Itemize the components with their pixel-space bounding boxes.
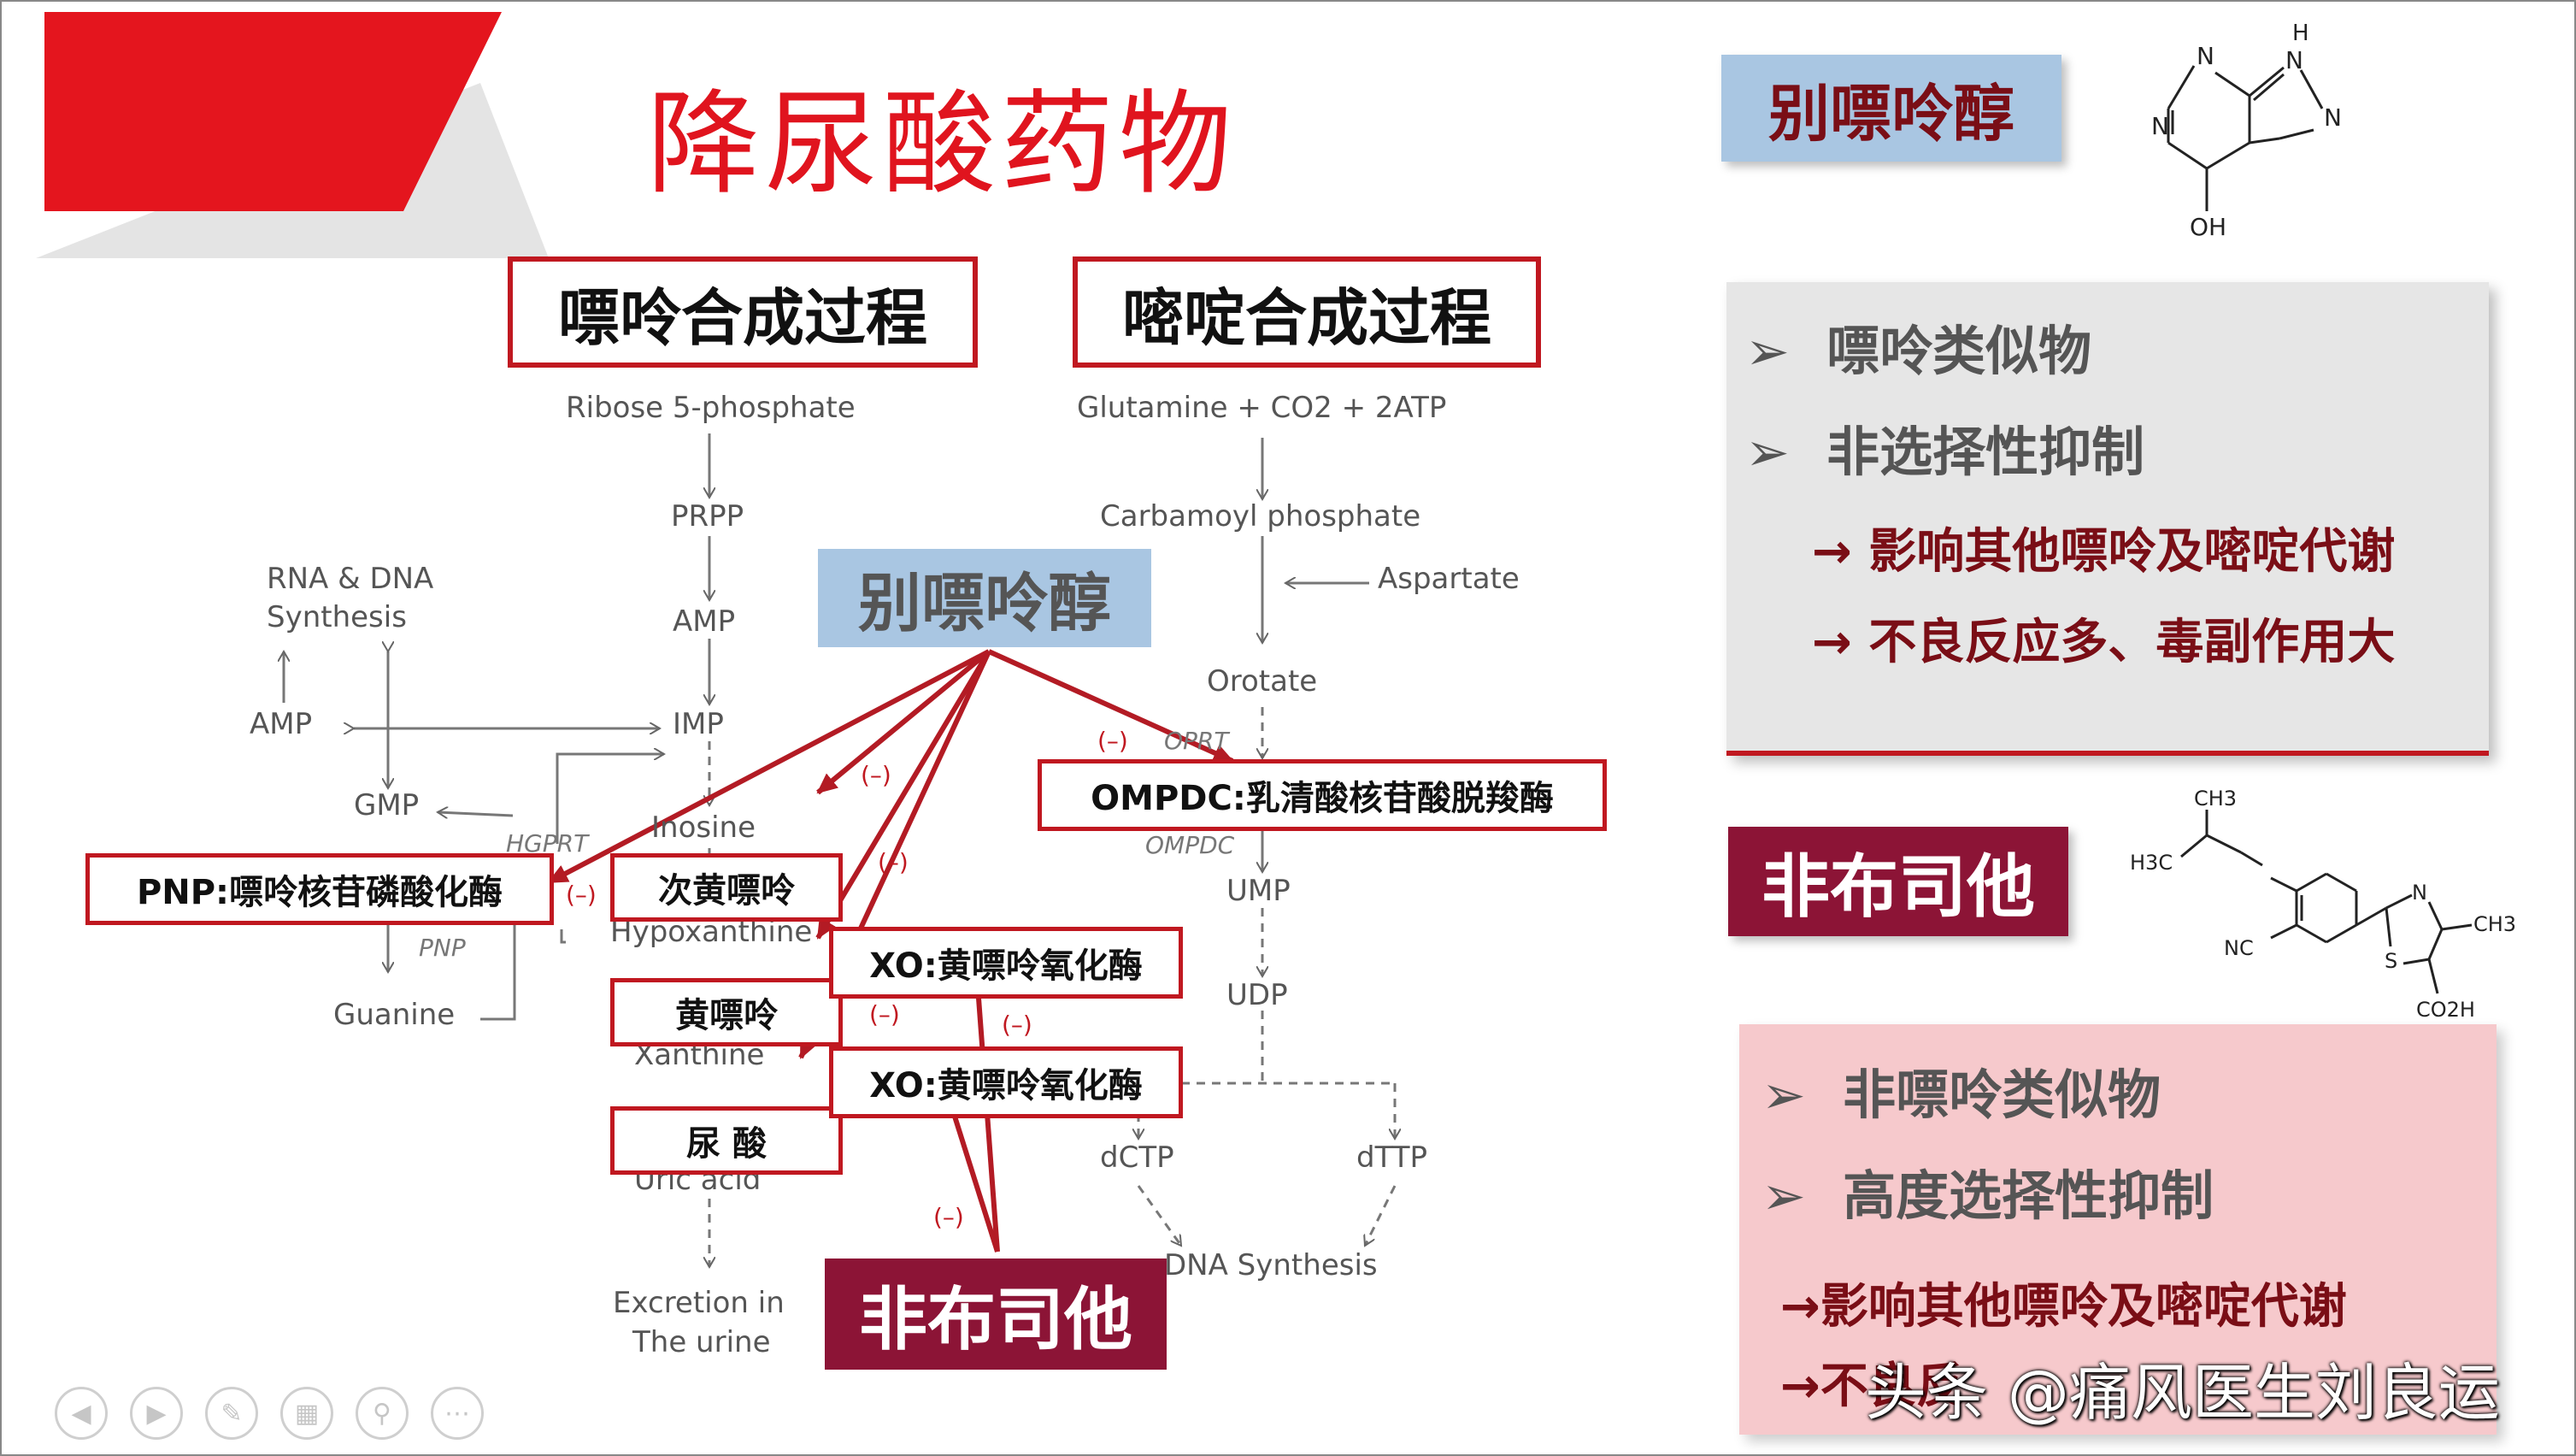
bullet-arrow-icon: ➢ [1761, 1064, 1806, 1126]
amp-left-label: AMP [250, 707, 313, 741]
febuxostat-bullet-1-text: 非嘌呤类似物 [1843, 1064, 2161, 1126]
ompdc-italic-label: OMPDC [1145, 831, 1235, 859]
febuxostat-structure: CH3 H3C NC N S CH3 CO2H [2130, 787, 2516, 1022]
febuxostat-ch3b-text: CH3 [2473, 912, 2516, 936]
uric-acid-box: 尿 酸 [610, 1106, 843, 1175]
dctp-label: dCTP [1100, 1141, 1174, 1175]
xanthine-box: 黄嘌呤 [610, 978, 843, 1046]
gallery-icon[interactable]: ▦ [280, 1387, 333, 1440]
inhibit-mark-4: (–) [869, 1000, 900, 1029]
ump-label: UMP [1226, 874, 1291, 908]
hypoxanthine-box: 次黄嘌呤 [610, 853, 843, 922]
febuxostat-panel: ➢ 非嘌呤类似物 ➢ 高度选择性抑制 →影响其他嘌呤及嘧啶代谢 →不良反 [1739, 1024, 2497, 1435]
hgprt-label: HGPRT [506, 829, 589, 858]
purine-synthesis-header: 嘌呤合成过程 [508, 256, 978, 368]
rna-dna-synthesis-label: Synthesis [267, 600, 407, 634]
allopurinol-effect-2: → 不良反应多、毒副作用大 [1812, 615, 2396, 670]
imp-label: IMP [673, 707, 724, 741]
allopurinol-panel: ➢ 嘌呤类似物 ➢ 非选择性抑制 → 影响其他嘌呤及嘧啶代谢 → 不良反应多、毒… [1726, 282, 2489, 756]
amp-center-label: AMP [673, 604, 736, 639]
febuxostat-ch3a-text: CH3 [2194, 787, 2237, 811]
allopurinol-diagram-label: 别嘌呤醇 [818, 549, 1151, 647]
allopurinol-bullet-1-text: 嘌呤类似物 [1826, 320, 2092, 382]
prev-icon[interactable]: ◀ [55, 1387, 108, 1440]
guanine-label: Guanine [333, 998, 456, 1032]
rna-dna-label: RNA & DNA [267, 562, 434, 596]
ompdc-enzyme-box: OMPDC:乳清酸核苷酸脱羧酶 [1038, 759, 1607, 831]
title-banner [36, 12, 549, 258]
orotate-label: Orotate [1207, 664, 1318, 699]
dttp-label: dTTP [1356, 1141, 1428, 1175]
glutamine-label: Glutamine + CO2 + 2ATP [1077, 391, 1447, 425]
inhibit-mark-2: (–) [878, 848, 909, 876]
allopurinol-effect-1: → 影响其他嘌呤及嘧啶代谢 [1812, 524, 2396, 580]
dna-synthesis-label: DNA Synthesis [1164, 1248, 1378, 1282]
ribose-5-phosphate-label: Ribose 5-phosphate [566, 391, 856, 425]
bullet-arrow-icon: ➢ [1745, 421, 1790, 483]
febuxostat-effect-1: →影响其他嘌呤及嘧啶代谢 [1780, 1279, 2347, 1335]
pen-icon[interactable]: ✎ [205, 1387, 258, 1440]
allopurinol-bullet-2: ➢ 非选择性抑制 [1745, 409, 2144, 486]
febuxostat-bullet-2-text: 高度选择性抑制 [1843, 1164, 2214, 1227]
inhibit-mark-1: (–) [861, 761, 891, 789]
allopurinol-structure: N N N H N OH [2151, 21, 2342, 241]
allopurinol-oh-text: OH [2190, 213, 2226, 241]
febuxostat-bullet-1: ➢ 非嘌呤类似物 [1761, 1052, 2161, 1129]
febuxostat-title: 非布司他 [1728, 827, 2068, 936]
allopurinol-h-text: H [2292, 21, 2309, 46]
febuxostat-nc-text: NC [2224, 936, 2254, 960]
carbamoyl-phosphate-label: Carbamoyl phosphate [1100, 499, 1421, 533]
allopurinol-nh-n-text: N [2285, 46, 2303, 74]
inhibit-mark-3: (–) [566, 881, 597, 909]
inhibit-mark-5: (–) [1002, 1011, 1032, 1039]
xo-enzyme-box-2: XO:黄嘌呤氧化酶 [829, 1046, 1183, 1118]
pyrimidine-synthesis-header: 嘧啶合成过程 [1073, 256, 1541, 368]
febuxostat-bullet-2: ➢ 高度选择性抑制 [1761, 1152, 2214, 1229]
udp-label: UDP [1226, 978, 1288, 1012]
bullet-arrow-icon: ➢ [1745, 320, 1790, 382]
watermark: 头条 @痛风医生刘良运 [1865, 1357, 2500, 1429]
urine-label: The urine [632, 1325, 771, 1359]
xo-enzyme-box-1: XO:黄嘌呤氧化酶 [829, 927, 1183, 999]
allopurinol-title: 别嘌呤醇 [1721, 55, 2061, 162]
pnp-italic-label: PNP [419, 934, 466, 962]
oprt-label: OPRT [1164, 727, 1229, 755]
allopurinol-n3-text: N [2324, 103, 2342, 132]
aspartate-label: Aspartate [1378, 562, 1520, 596]
allopurinol-bullet-2-text: 非选择性抑制 [1826, 421, 2145, 483]
allopurinol-bullet-1: ➢ 嘌呤类似物 [1745, 308, 2091, 385]
inhibit-mark-7: (–) [933, 1203, 964, 1231]
febuxostat-s-text: S [2385, 949, 2397, 973]
inosine-label: Inosine [651, 811, 756, 845]
next-icon[interactable]: ▶ [130, 1387, 183, 1440]
pnp-enzyme-box: PNP:嘌呤核苷磷酸化酶 [85, 853, 554, 925]
gmp-label: GMP [354, 788, 420, 822]
allopurinol-n1-text: N [2197, 42, 2214, 70]
bullet-arrow-icon: ➢ [1761, 1164, 1806, 1227]
prpp-label: PRPP [671, 499, 744, 533]
slide-title: 降尿酸药物 [647, 79, 1237, 210]
febuxostat-n-text: N [2412, 881, 2427, 905]
allopurinol-n2-text: N [2151, 112, 2169, 140]
febuxostat-h3c-text: H3C [2130, 851, 2173, 875]
febuxostat-effect-2: →不良反 [1780, 1359, 1964, 1414]
excretion-label: Excretion in [613, 1286, 785, 1320]
more-icon[interactable]: ⋯ [431, 1387, 484, 1440]
febuxostat-diagram-label: 非布司他 [825, 1259, 1167, 1370]
inhibit-mark-6: (–) [1097, 727, 1128, 755]
zoom-icon[interactable]: ⚲ [356, 1387, 409, 1440]
febuxostat-co2h-text: CO2H [2416, 998, 2475, 1022]
